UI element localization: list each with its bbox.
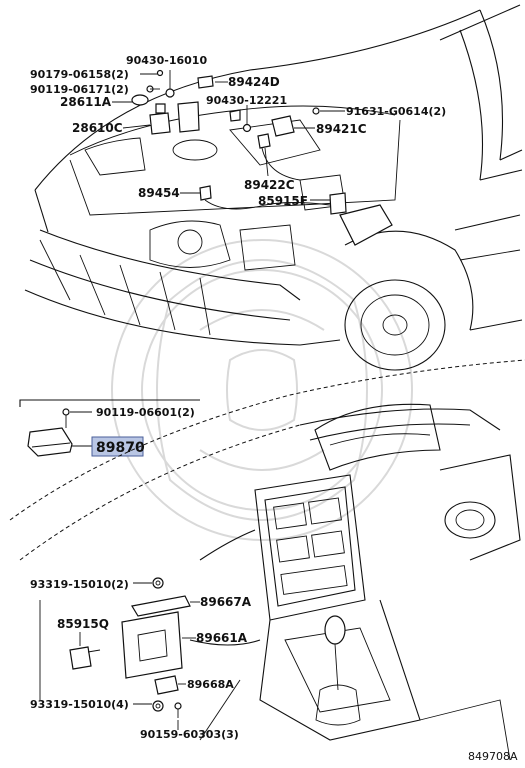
dashboard-drawing	[9, 359, 525, 761]
label-89422C: 89422C	[244, 178, 295, 192]
label-93319-15010-4: 93319-15010(4)	[30, 698, 129, 711]
label-85915Q: 85915Q	[57, 617, 109, 631]
label-89668A: 89668A	[187, 678, 234, 691]
lower-leaders	[39, 582, 200, 730]
label-90119-06601: 90119-06601(2)	[96, 406, 195, 419]
label-91631-G0614: 91631-G0614(2)	[346, 105, 446, 118]
upper-parts	[131, 69, 393, 246]
upper-labels: 90430-16010 90179-06158(2) 90119-06171(2…	[30, 54, 446, 208]
label-90430-16010: 90430-16010	[126, 54, 207, 67]
label-90179-06158: 90179-06158(2)	[30, 68, 129, 81]
module-89870-group	[19, 399, 200, 457]
label-28610C: 28610C	[72, 121, 123, 135]
highlight-box-89870	[91, 436, 144, 457]
label-90119-06171: 90119-06171(2)	[30, 83, 129, 96]
label-89661A: 89661A	[196, 631, 248, 645]
label-89424D: 89424D	[228, 75, 280, 89]
upper-leaders	[112, 70, 345, 201]
label-89421C: 89421C	[316, 122, 367, 136]
label-89454: 89454	[138, 186, 180, 200]
label-28611A: 28611A	[60, 95, 112, 109]
label-89870: 89870	[96, 440, 145, 456]
label-90159-60303: 90159-60303(3)	[140, 728, 239, 741]
lower-parts	[69, 577, 191, 718]
label-85915F: 85915F	[258, 194, 308, 208]
label-90430-12221: 90430-12221	[206, 94, 287, 107]
diagram-id: 849708A	[468, 750, 518, 763]
label-93319-15010-2: 93319-15010(2)	[30, 578, 129, 591]
label-89667A: 89667A	[200, 595, 252, 609]
watermark-emblem	[111, 239, 413, 541]
lower-labels: 93319-15010(2) 89667A 85915Q 89661A 8966…	[30, 578, 518, 763]
